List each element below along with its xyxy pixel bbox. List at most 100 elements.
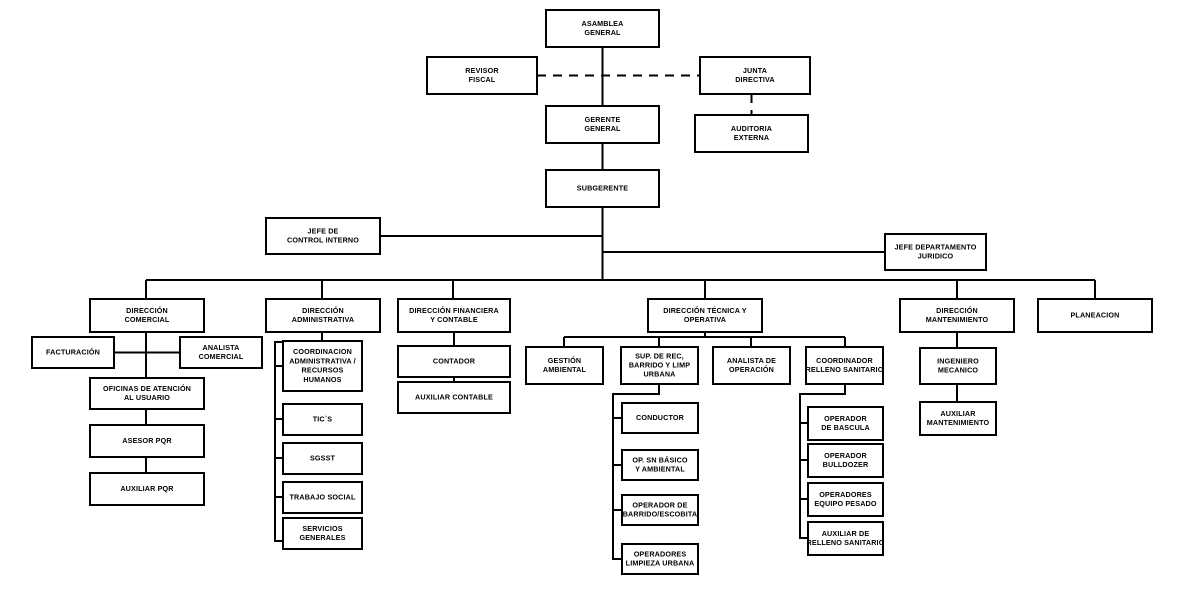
node-label-line: OPERADORES — [634, 549, 687, 558]
node-box-coordinador-relleno-sanitario — [805, 346, 884, 385]
node-label-line: AL USUARIO — [124, 393, 170, 402]
node-label-line: ASESOR PQR — [122, 436, 172, 445]
node-tics[interactable]: TIC`S — [282, 403, 363, 436]
node-box-sgsst — [282, 442, 363, 475]
node-label-line: OFICINAS DE ATENCIÓN — [103, 384, 191, 393]
node-label-line: COORDINADOR — [816, 356, 873, 365]
node-box-operador-bulldozer — [807, 443, 884, 478]
node-label-auxiliar-contable: AUXILIAR CONTABLE — [415, 392, 493, 401]
node-label-line: SUBGERENTE — [577, 183, 628, 192]
node-sgsst[interactable]: SGSST — [282, 442, 363, 475]
node-box-auxiliar-mantenimiento — [919, 401, 997, 436]
node-label-line: GENERALES — [299, 533, 345, 542]
node-conductor[interactable]: CONDUCTOR — [621, 402, 699, 434]
node-subgerente[interactable]: SUBGERENTE — [545, 169, 660, 208]
node-label-line: GENERAL — [584, 28, 621, 37]
node-box-auditoria-externa — [694, 114, 809, 153]
node-label-line: MANTENIMIENTO — [926, 315, 989, 324]
node-label-asesor-pqr: ASESOR PQR — [122, 436, 172, 445]
node-box-auxiliar-relleno-sanitario — [807, 521, 884, 556]
node-label-tics: TIC`S — [313, 414, 333, 423]
connector-sup-rail — [612, 384, 660, 560]
node-auxiliar-pqr[interactable]: AUXILIAR PQR — [89, 472, 205, 506]
node-label-line: OPERADORES — [819, 490, 872, 499]
node-box-operadores-limpieza-urbana — [621, 543, 699, 575]
node-box-direccion-tecnica-operativa — [647, 298, 763, 333]
node-planeacion[interactable]: PLANEACION — [1037, 298, 1153, 333]
node-label-planeacion: PLANEACION — [1070, 310, 1119, 319]
node-box-revisor-fiscal — [426, 56, 538, 95]
node-label-line: ADMINISTRATIVA / — [289, 356, 356, 365]
node-asesor-pqr[interactable]: ASESOR PQR — [89, 424, 205, 458]
node-label-contador: CONTADOR — [433, 356, 476, 365]
connector-layer — [114, 47, 1096, 560]
node-label-sgsst: SGSST — [310, 453, 336, 462]
node-box-analista-operacion — [712, 346, 791, 385]
node-trabajo-social[interactable]: TRABAJO SOCIAL — [282, 481, 363, 514]
node-label-line: CONTROL INTERNO — [287, 236, 359, 245]
node-label-line: Y AMBIENTAL — [635, 465, 685, 474]
node-box-facturacion — [31, 336, 115, 369]
node-contador[interactable]: CONTADOR — [397, 345, 511, 378]
node-label-line: OP. SN BÁSICO — [632, 455, 688, 464]
node-label-line: AUXILIAR PQR — [120, 484, 174, 493]
node-label-line: AUXILIAR CONTABLE — [415, 392, 493, 401]
node-box-subgerente — [545, 169, 660, 208]
node-facturacion[interactable]: FACTURACIÓN — [31, 336, 115, 369]
node-label-line: JEFE DE — [307, 226, 338, 235]
node-label-line: ANALISTA DE — [727, 356, 776, 365]
node-label-line: TRABAJO SOCIAL — [290, 492, 356, 501]
node-box-tics — [282, 403, 363, 436]
node-label-line: OPERACIÓN — [729, 365, 774, 374]
node-box-direccion-comercial — [89, 298, 205, 333]
node-box-gestion-ambiental — [525, 346, 604, 385]
node-label-line: DIRECCIÓN — [126, 306, 168, 315]
node-auxiliar-contable[interactable]: AUXILIAR CONTABLE — [397, 381, 511, 414]
node-label-line: EQUIPO PESADO — [814, 499, 877, 508]
